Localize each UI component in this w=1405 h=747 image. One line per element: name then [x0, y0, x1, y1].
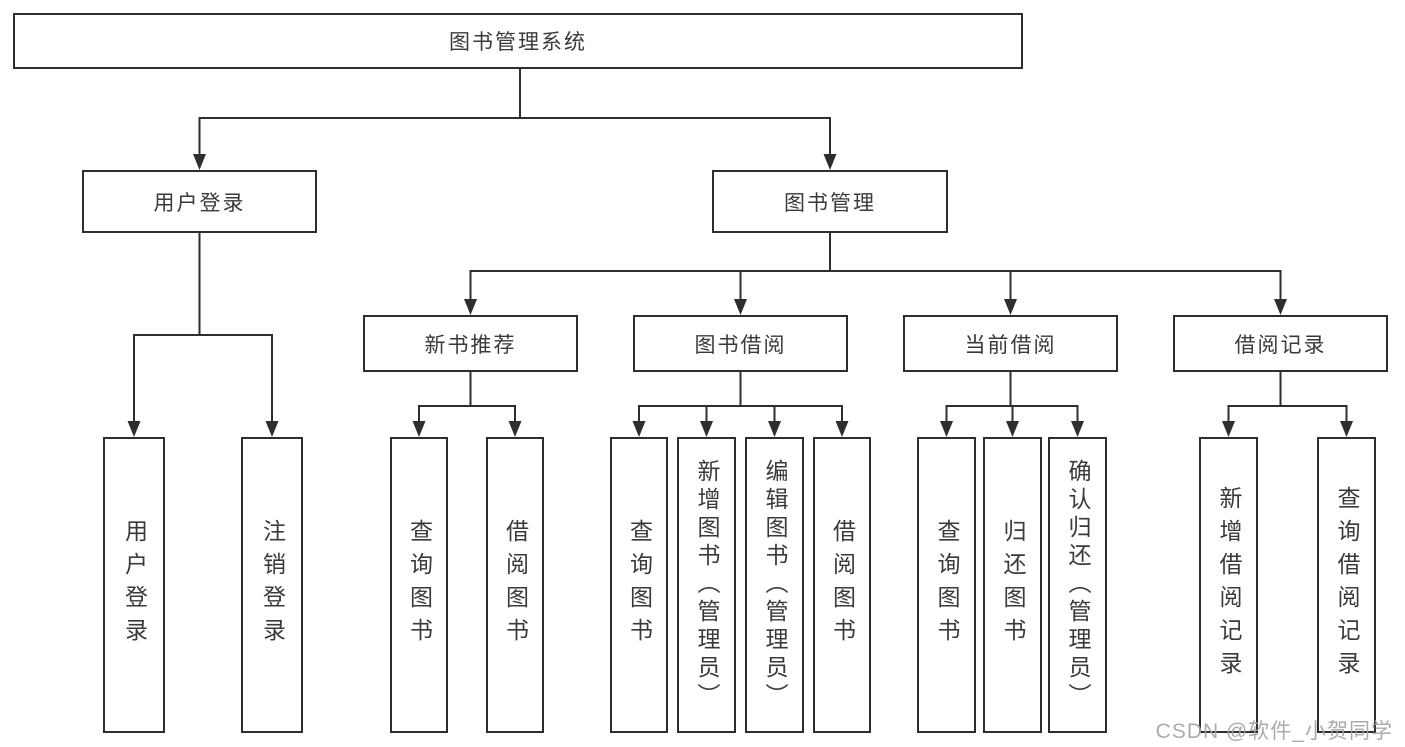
arrowhead-icon: [1340, 421, 1353, 437]
leaf-user-login: 用户登录: [103, 437, 165, 733]
arrowhead-icon: [1004, 299, 1017, 315]
node-label: 当前借阅: [964, 333, 1057, 357]
node-label: 新书推荐: [424, 333, 517, 357]
node-new-book-recommend: 新书推荐: [363, 315, 578, 372]
connector-book-borrow-children: [638, 371, 843, 423]
arrowhead-icon: [464, 299, 477, 315]
connector-user-login-children: [133, 232, 273, 423]
arrowhead-icon: [412, 421, 426, 437]
node-label: 注销登录: [259, 519, 286, 651]
node-label: 借阅图书: [829, 519, 856, 651]
arrowhead-icon: [768, 421, 781, 437]
leaf-confirm-return-admin: 确认归还（管理员）: [1048, 437, 1107, 733]
node-label: 确认归还（管理员）: [1065, 459, 1091, 711]
node-library-management-system: 图书管理系统: [13, 13, 1023, 69]
leaf-edit-books-admin: 编辑图书（管理员）: [745, 437, 804, 733]
arrowhead-icon: [734, 299, 747, 315]
arrowhead-icon: [1071, 421, 1084, 437]
node-label: 图书借阅: [694, 333, 787, 357]
node-label: 借阅记录: [1234, 333, 1327, 357]
node-label: 查询借阅记录: [1334, 486, 1360, 684]
leaf-query-borrow-record: 查询借阅记录: [1317, 437, 1376, 733]
arrowhead-icon: [1006, 421, 1019, 437]
arrowhead-icon: [265, 421, 279, 437]
node-book-management: 图书管理: [712, 170, 948, 233]
node-label: 归还图书: [1000, 519, 1026, 651]
node-book-borrow: 图书借阅: [633, 315, 848, 372]
leaf-query-books-3: 查询图书: [917, 437, 976, 733]
leaf-add-books-admin: 新增图书（管理员）: [677, 437, 736, 733]
node-label: 用户登录: [121, 519, 148, 651]
csdn-watermark: CSDN @软件_小贺同学: [1155, 720, 1393, 743]
node-label: 图书管理: [784, 191, 876, 215]
node-user-login: 用户登录: [82, 170, 317, 233]
leaf-query-books-1: 查询图书: [390, 437, 448, 733]
leaf-logout: 注销登录: [241, 437, 303, 733]
node-borrow-records: 借阅记录: [1173, 315, 1388, 372]
node-label: 编辑图书（管理员）: [762, 459, 788, 711]
connector-root-to-level2: [198, 68, 831, 157]
arrowhead-icon: [940, 421, 953, 437]
node-label: 查询图书: [626, 519, 653, 651]
leaf-borrow-books-1: 借阅图书: [486, 437, 544, 733]
arrowhead-icon: [823, 154, 837, 170]
node-label: 借阅图书: [502, 519, 529, 651]
arrowhead-icon: [508, 421, 522, 437]
arrowhead-icon: [1222, 421, 1235, 437]
node-label: 查询图书: [934, 519, 960, 651]
node-label: 新增借阅记录: [1216, 486, 1242, 684]
leaf-query-books-2: 查询图书: [610, 437, 668, 733]
node-current-borrow: 当前借阅: [903, 315, 1118, 372]
leaf-return-books: 归还图书: [983, 437, 1042, 733]
arrowhead-icon: [835, 421, 849, 437]
leaf-add-borrow-record: 新增借阅记录: [1199, 437, 1258, 733]
connector-borrow-records-children: [1227, 371, 1348, 423]
connector-book-management-children: [469, 232, 1282, 301]
connector-current-borrow-children: [945, 371, 1079, 423]
arrowhead-icon: [632, 421, 646, 437]
arrowhead-icon: [1274, 299, 1287, 315]
arrowhead-icon: [700, 421, 713, 437]
node-label: 图书管理系统: [449, 31, 587, 54]
arrowhead-icon: [127, 421, 141, 437]
node-label: 查询图书: [406, 519, 433, 651]
node-label: 用户登录: [153, 191, 246, 215]
connector-new-book-children: [418, 371, 516, 423]
node-label: 新增图书（管理员）: [694, 459, 720, 711]
arrowhead-icon: [193, 154, 206, 170]
leaf-borrow-books-2: 借阅图书: [813, 437, 871, 733]
